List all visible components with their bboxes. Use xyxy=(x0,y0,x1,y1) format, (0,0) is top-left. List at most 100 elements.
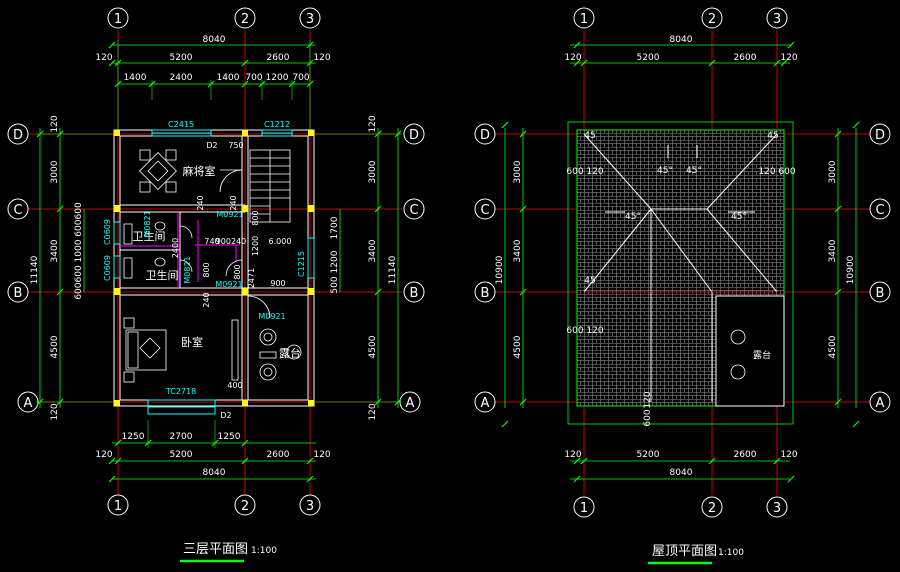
axis-label: 1 xyxy=(580,12,588,27)
dim-text: 8040 xyxy=(670,35,693,45)
terrace-furniture xyxy=(259,328,302,381)
dim-text: 1200 xyxy=(330,250,340,273)
dim-text: 10900 xyxy=(846,255,856,284)
dim-text: 3000 xyxy=(368,160,378,183)
axis-bubble-top-2 xyxy=(234,7,256,29)
axis-label: C xyxy=(13,203,22,218)
dim-text: 3000 xyxy=(50,160,60,183)
axis-label: C xyxy=(875,203,884,218)
slope-label: 45 xyxy=(584,131,595,141)
axis-label: 1 xyxy=(114,12,122,27)
dim-text: 120 xyxy=(95,450,112,460)
dim-text: 600 xyxy=(643,409,653,426)
dim-text: 800 xyxy=(233,264,242,279)
axis-bubble-left-D xyxy=(7,123,29,145)
elevation-label: 6.000 xyxy=(269,237,292,246)
door-swings xyxy=(179,169,271,319)
dim-text: 1400 xyxy=(124,73,147,83)
door-label: M0821 xyxy=(143,210,152,237)
axis-label: 3 xyxy=(773,12,781,27)
slope-arrows xyxy=(605,145,755,213)
dim-text: 120 xyxy=(368,403,378,420)
third-floor-plan: 1 2 3 1 2 3 D C B A D C B A xyxy=(7,7,425,563)
dim-text: 120 xyxy=(50,403,60,420)
dim-text: 700 xyxy=(292,73,309,83)
dim-text: 2700 xyxy=(170,432,193,442)
axis-label: 1 xyxy=(114,499,122,514)
roof-terrace-furniture xyxy=(730,329,746,380)
door-label: M0821 xyxy=(183,256,192,283)
room-name: 卫生间 xyxy=(146,268,179,282)
partitions xyxy=(120,212,240,288)
dim-text: 2600 xyxy=(267,450,290,460)
dim-text: 1200 xyxy=(266,73,289,83)
dim-text: 1400 xyxy=(217,73,240,83)
axis-bubble-left-B xyxy=(7,281,29,303)
axis-label: A xyxy=(406,396,415,411)
dim-text: 2600 xyxy=(734,53,757,63)
dim-text: 600600 1000 600600 xyxy=(74,202,84,300)
dim-text: 120 xyxy=(313,450,330,460)
dim-text: 240 xyxy=(229,195,238,210)
axis-label: D xyxy=(480,128,490,143)
dim-text: 120 xyxy=(50,115,60,132)
dim-text: 1700 xyxy=(330,216,340,239)
dim-text: 5200 xyxy=(637,450,660,460)
dim-text: 240 xyxy=(196,195,205,210)
window-label: C0609 xyxy=(103,255,112,281)
axis-label: A xyxy=(876,396,885,411)
dim-text: 10900 xyxy=(495,255,505,284)
axis-bubble-right-C xyxy=(403,198,425,220)
drawing-title: 三层平面图 xyxy=(183,542,248,557)
dim-text: 5200 xyxy=(170,450,193,460)
axis-bubble-right-D xyxy=(403,123,425,145)
dim-text: 900 xyxy=(270,279,285,288)
dim-text: 600 120 xyxy=(566,167,603,177)
bedroom-furniture xyxy=(123,317,239,383)
slope-label: 45 xyxy=(767,131,778,141)
dim-text: 700 xyxy=(245,73,262,83)
columns xyxy=(114,130,314,406)
dim-text: 3400 xyxy=(50,239,60,262)
roof-outline xyxy=(567,121,794,425)
dim-text: 120 600 xyxy=(758,167,795,177)
axis-label: B xyxy=(410,286,419,301)
door-label: M0921 xyxy=(258,312,285,321)
dim-text: 4500 xyxy=(828,335,838,358)
dim-text: 8040 xyxy=(203,35,226,45)
door-label: D2 xyxy=(220,411,231,420)
left-dimension-lines xyxy=(36,40,402,483)
window-label: C1212 xyxy=(264,120,290,129)
axis-bubble-top-1 xyxy=(107,7,129,29)
axis-label: 2 xyxy=(241,499,249,514)
drawing-title: 屋顶平面图 xyxy=(652,544,717,559)
axis-label: D xyxy=(13,128,23,143)
dim-text: 120 xyxy=(780,450,797,460)
dim-text: 2471 xyxy=(247,268,256,288)
dim-text: 120 xyxy=(564,450,581,460)
window-label: C1215 xyxy=(297,251,306,277)
axis-label: 3 xyxy=(306,12,314,27)
axis-label: A xyxy=(24,396,33,411)
axis-label: C xyxy=(409,203,418,218)
door-label: D2 xyxy=(206,141,217,150)
dim-text: 120 xyxy=(564,53,581,63)
dim-text: 5200 xyxy=(170,53,193,63)
slope-label: 45° xyxy=(731,212,747,222)
dim-text: 120 xyxy=(643,391,653,408)
axis-label: B xyxy=(876,286,885,301)
dim-text: 240 xyxy=(202,292,211,307)
dim-text: 4500 xyxy=(50,335,60,358)
dim-text: 120 xyxy=(368,115,378,132)
bathroom-fixtures xyxy=(123,221,166,279)
axis-label: A xyxy=(481,396,490,411)
openings xyxy=(113,129,315,415)
axis-label: B xyxy=(481,286,490,301)
room-name: 卫生间 xyxy=(133,229,166,243)
dim-text: 800 xyxy=(202,262,211,277)
dim-text: 3400 xyxy=(828,239,838,262)
staircase xyxy=(249,149,291,223)
dim-text: 500 xyxy=(330,276,340,293)
dim-text: 750 xyxy=(228,141,243,150)
